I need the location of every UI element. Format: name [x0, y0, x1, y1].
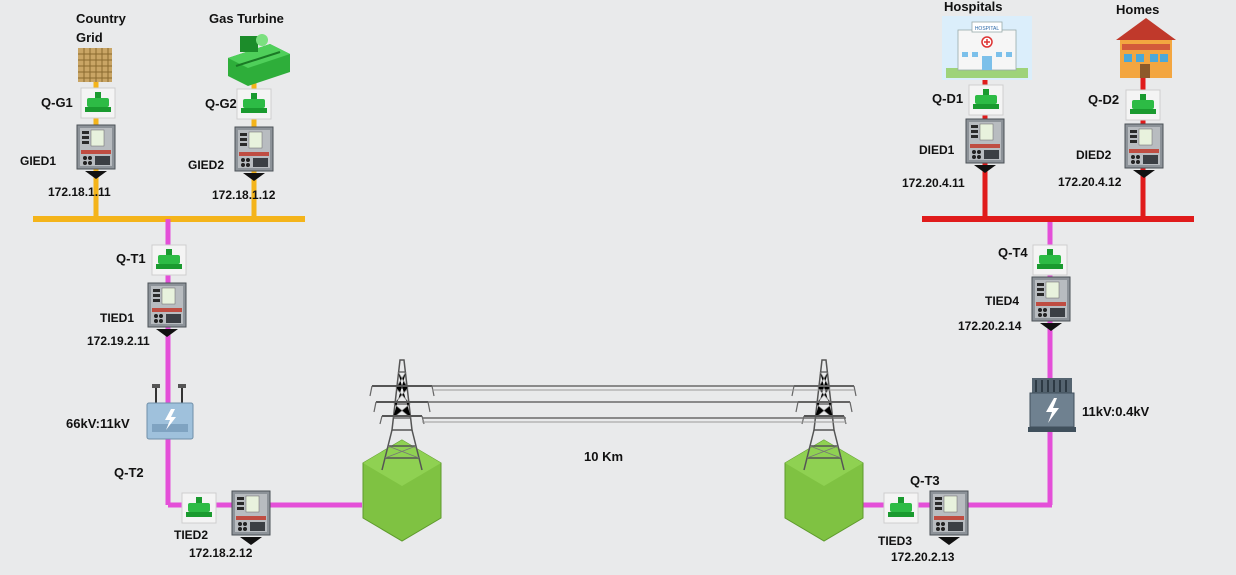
country-grid-label: Country — [76, 11, 126, 26]
tied4-label: TIED4 — [985, 294, 1020, 308]
gied2-ip: 172.18.1.12 — [212, 188, 276, 202]
tied3-label: TIED3 — [878, 534, 913, 548]
qd2-label: Q-D2 — [1088, 92, 1120, 107]
qt3-label: Q-T3 — [910, 473, 940, 488]
transformer-icon — [1028, 378, 1076, 432]
breaker-icon[interactable] — [1032, 244, 1068, 276]
died1-label: DIED1 — [919, 143, 955, 157]
breaker-icon[interactable] — [883, 492, 919, 524]
qt2-label: Q-T2 — [114, 465, 144, 480]
ied-relay-icon[interactable] — [929, 490, 969, 546]
transformer2-rating: 11kV:0.4kV — [1082, 404, 1150, 419]
breaker-icon[interactable] — [80, 87, 116, 119]
transformer1-rating: 66kV:11kV — [66, 416, 130, 431]
tied2-ip: 172.18.2.12 — [189, 546, 253, 560]
hospital-icon: HOSPITAL — [942, 16, 1032, 80]
country-grid-icon — [78, 48, 112, 82]
died1-ip: 172.20.4.11 — [902, 176, 965, 190]
breaker-icon[interactable] — [151, 244, 187, 276]
breaker-icon[interactable] — [181, 492, 217, 524]
gied1-ip: 172.18.1.11 — [48, 185, 111, 199]
tower-left — [362, 359, 442, 542]
tied3-ip: 172.20.2.13 — [891, 550, 955, 564]
breaker-icon[interactable] — [968, 84, 1004, 116]
gied2-label: GIED2 — [188, 158, 225, 172]
gas-turbine-label: Gas Turbine — [209, 11, 284, 26]
qd1-label: Q-D1 — [932, 91, 964, 106]
hospital-sign: HOSPITAL — [975, 26, 1000, 32]
tied1-ip: 172.19.2.11 — [87, 334, 150, 348]
qt4-label: Q-T4 — [998, 245, 1028, 260]
country-grid-label-line2: Grid — [76, 30, 103, 45]
died2-ip: 172.20.4.12 — [1058, 175, 1122, 189]
tied1-label: TIED1 — [100, 311, 135, 325]
tied4-ip: 172.20.2.14 — [958, 319, 1022, 333]
hospitals-label: Hospitals — [944, 0, 1003, 14]
conductors — [422, 385, 854, 423]
breaker-icon[interactable] — [1125, 89, 1161, 121]
qg2-label: Q-G2 — [205, 96, 237, 111]
tied2-label: TIED2 — [174, 528, 209, 542]
qt1-label: Q-T1 — [116, 251, 146, 266]
tower-right — [784, 359, 864, 542]
died2-label: DIED2 — [1076, 148, 1112, 162]
gied1-label: GIED1 — [20, 154, 57, 168]
ied-relay-icon[interactable] — [231, 490, 271, 546]
homes-icon — [1116, 18, 1176, 78]
homes-label: Homes — [1116, 2, 1160, 17]
qg1-label: Q-G1 — [41, 95, 73, 110]
transformer-icon — [146, 384, 194, 440]
distance-label: 10 Km — [584, 449, 624, 464]
gas-turbine-icon — [228, 34, 290, 86]
breaker-icon[interactable] — [236, 88, 272, 120]
